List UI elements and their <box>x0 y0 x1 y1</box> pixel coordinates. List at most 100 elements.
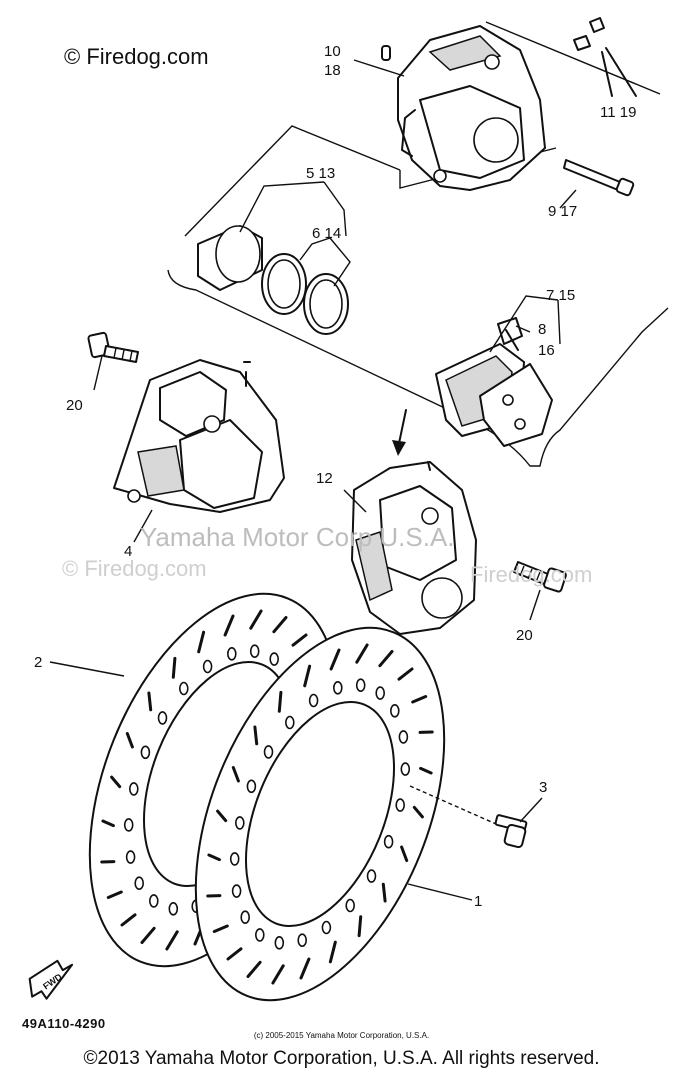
left-caliper <box>113 359 285 513</box>
disc-vent-hole <box>398 730 409 744</box>
disc-cooling-slot <box>231 766 240 783</box>
disc-vent-hole <box>366 869 377 883</box>
brake-pads <box>435 343 553 447</box>
disc-cooling-slot <box>411 695 428 704</box>
callout-numbers: 10 18 11 19 9 17 5 13 6 14 7 15 8 16 20 … <box>34 43 636 910</box>
disc-cooling-slot <box>110 775 122 789</box>
callout-8: 8 <box>538 321 546 338</box>
disc-cooling-slot <box>165 930 179 951</box>
disc-vent-hole <box>284 715 295 730</box>
leader-lines <box>49 59 577 901</box>
disc-cooling-slot <box>216 809 228 823</box>
disc-vent-hole <box>383 834 394 849</box>
disc-vent-hole <box>375 686 386 700</box>
disc-cooling-slot <box>223 614 235 637</box>
brake-disc-right <box>194 626 446 1002</box>
disc-cooling-slot <box>419 766 433 775</box>
disc-vent-hole <box>395 798 406 812</box>
disc-vent-hole <box>140 745 151 760</box>
disc-vent-hole <box>254 928 265 942</box>
disc-cooling-slot <box>197 630 206 654</box>
disc-vent-hole <box>168 901 179 916</box>
bleed-screw-cap <box>381 17 637 97</box>
footer-copyright: ©2013 Yamaha Motor Corporation, U.S.A. A… <box>83 1048 600 1069</box>
disc-vent-hole <box>229 852 240 866</box>
disc-cooling-slot <box>249 609 263 630</box>
disc-cooling-slot <box>106 890 123 899</box>
fwd-arrow-icon: FWD <box>28 959 74 1000</box>
disc-cooling-slot <box>328 940 337 964</box>
dust-seal <box>303 273 349 335</box>
disc-vent-hole <box>240 910 250 925</box>
disc-vent-hole <box>389 703 400 718</box>
callout-7-15: 7 15 <box>546 287 575 304</box>
disc-vent-hole <box>202 659 213 674</box>
disc-cooling-slot <box>140 926 156 944</box>
disc-vent-hole <box>249 644 260 659</box>
disc-cooling-slot <box>147 691 153 712</box>
diagram-code: 49A110-4290 <box>22 1016 106 1031</box>
firedog-copyright: © Firedog.com <box>64 44 209 69</box>
disc-vent-hole <box>235 816 245 830</box>
disc-vent-hole <box>227 646 237 661</box>
disc-vent-hole <box>345 898 356 913</box>
callout-3: 3 <box>539 779 547 796</box>
disc-cooling-slot <box>329 648 341 671</box>
manufacturer-watermark: Yamaha Motor Corp U.S.A. <box>140 522 455 552</box>
piston-seal <box>261 253 307 315</box>
caliper-bolt-left <box>87 331 139 363</box>
disc-cooling-slot <box>272 616 288 634</box>
disc-cooling-slot <box>400 845 409 862</box>
disc-vent-hole <box>129 782 139 796</box>
disc-cooling-slot <box>120 913 137 927</box>
disc-vent-hole <box>149 894 159 908</box>
disc-cooling-slot <box>207 853 221 862</box>
disc-vent-hole <box>332 680 343 695</box>
disc-vent-hole <box>269 652 280 666</box>
disc-cooling-slot <box>303 664 312 688</box>
disc-vent-hole <box>246 779 257 794</box>
disc-vent-hole <box>123 818 134 832</box>
disc-vent-hole <box>355 678 366 693</box>
firedog-watermark-right: Firedog.com <box>470 562 593 587</box>
disc-cooling-slot <box>291 633 308 647</box>
disc-cooling-slot <box>246 960 262 978</box>
callout-5-13: 5 13 <box>306 165 335 182</box>
callout-18: 18 <box>324 62 341 79</box>
disc-vent-hole <box>297 933 308 948</box>
caliper-bolt-right <box>513 561 567 593</box>
disc-vent-hole <box>125 850 136 864</box>
slide-pin <box>563 159 635 197</box>
callout-20-upper: 20 <box>66 397 83 414</box>
disc-cooling-slot <box>253 725 259 746</box>
disc-cooling-slot <box>101 819 115 828</box>
assembly-arrow <box>392 409 407 456</box>
callout-6-14: 6 14 <box>312 225 341 242</box>
disc-vent-hole <box>400 762 411 776</box>
upper-caliper <box>397 25 546 191</box>
piston <box>197 225 263 291</box>
disc-vent-hole <box>231 884 242 898</box>
callout-16: 16 <box>538 342 555 359</box>
callout-2: 2 <box>34 654 42 671</box>
disc-vent-hole <box>263 745 274 759</box>
disc-vent-hole <box>157 711 168 725</box>
disc-cooling-slot <box>271 964 285 985</box>
disc-cooling-slot <box>397 667 414 681</box>
disc-cooling-slot <box>412 805 424 819</box>
disc-vent-hole <box>134 876 144 891</box>
disc-cooling-slot <box>381 882 387 903</box>
callout-12: 12 <box>316 470 333 487</box>
callout-20-lower: 20 <box>516 627 533 644</box>
disc-vent-hole <box>274 935 285 950</box>
disc-cooling-slot <box>226 947 243 961</box>
disc-cooling-slot <box>277 690 283 713</box>
callout-11-19: 11 19 <box>600 104 636 121</box>
callout-9-17: 9 17 <box>548 203 577 220</box>
disc-cooling-slot <box>171 656 177 679</box>
small-copyright: (c) 2005-2015 Yamaha Motor Corporation, … <box>253 1031 430 1040</box>
disc-cooling-slot <box>355 643 369 664</box>
callout-1: 1 <box>474 893 482 910</box>
disc-cooling-slot <box>299 957 311 980</box>
